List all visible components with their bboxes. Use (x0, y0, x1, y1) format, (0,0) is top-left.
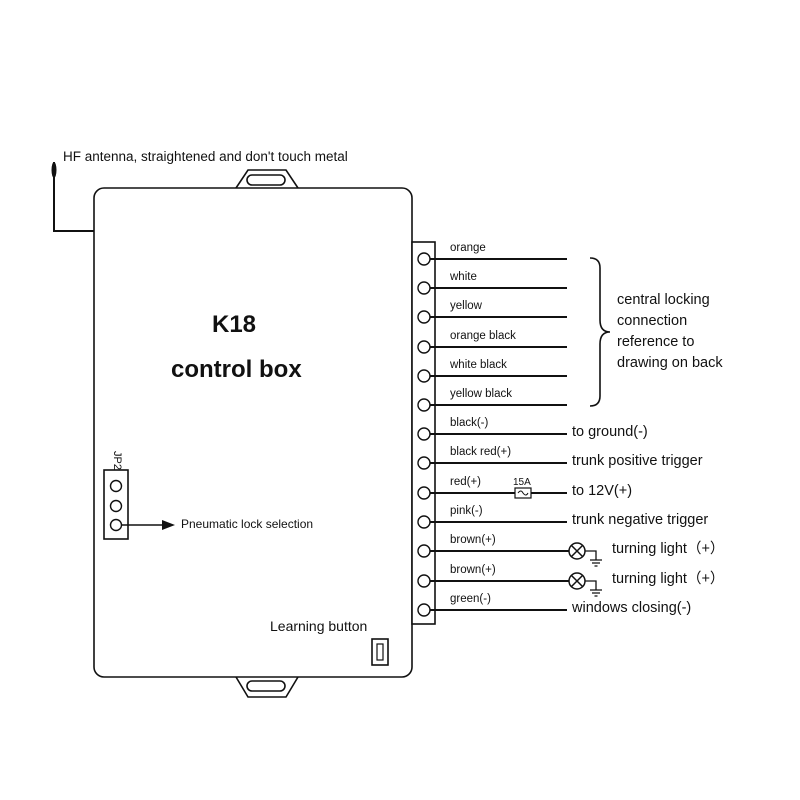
wire-destination-label: to 12V(+) (572, 483, 633, 499)
wire-color-label: white black (450, 359, 507, 371)
wire-color-label: black(-) (450, 417, 489, 429)
wire-color-label: orange black (450, 330, 516, 342)
jp2-arrow-head (162, 520, 175, 530)
wire-color-label: orange (450, 242, 486, 254)
terminal-13 (417, 603, 431, 617)
control-box (93, 187, 413, 678)
terminal-3 (417, 310, 431, 324)
wire-destination-label: turning light（+） (612, 571, 725, 587)
mounting-ear-top (235, 169, 299, 189)
box-name: control box (171, 356, 302, 383)
fuse-element (517, 490, 529, 496)
terminal-12 (417, 574, 431, 588)
wire-destination-label: trunk positive trigger (572, 453, 703, 469)
terminal-11 (417, 544, 431, 558)
terminal-1 (417, 252, 431, 266)
box-model: K18 (212, 311, 257, 338)
terminal-4 (417, 340, 431, 354)
terminal-6 (417, 398, 431, 412)
wire-color-label: white (450, 271, 477, 283)
terminal-10 (417, 515, 431, 529)
terminal-8 (417, 456, 431, 470)
jp2-label: JP2 (111, 451, 123, 470)
wire-color-label: black red(+) (450, 446, 512, 458)
fuse-label: 15A (513, 477, 531, 488)
wire-destination-label: turning light（+） (612, 541, 725, 557)
central-locking-label: central locking connection reference to … (617, 292, 723, 371)
lamp-cross (570, 574, 584, 588)
ground-icon (585, 550, 602, 567)
jp2-pin-1 (109, 479, 123, 493)
wire-color-label: green(-) (450, 593, 491, 605)
antenna-label: HF antenna, straightened and don't touch… (63, 149, 348, 164)
terminal-7 (417, 427, 431, 441)
wire-destination-label: windows closing(-) (572, 600, 692, 616)
learning-button-core (376, 643, 384, 661)
wire-group (430, 258, 602, 611)
wire-color-label: yellow (450, 300, 482, 312)
wire-destination-label: to ground(-) (572, 424, 648, 440)
pneumatic-lock-label: Pneumatic lock selection (181, 517, 314, 531)
jp2-pin-3 (109, 518, 123, 532)
central-locking-brace (589, 257, 611, 407)
terminal-2 (417, 281, 431, 295)
wire-color-label: brown(+) (450, 564, 496, 576)
wire-color-label: brown(+) (450, 534, 496, 546)
wire-color-label: pink(-) (450, 505, 483, 517)
ground-icon (585, 580, 602, 597)
lamp-cross (570, 544, 584, 558)
antenna (51, 162, 94, 232)
mounting-ear-bottom (235, 676, 299, 698)
terminal-9 (417, 486, 431, 500)
terminal-5 (417, 369, 431, 383)
learning-button-label: Learning button (270, 618, 368, 634)
wire-destination-label: trunk negative trigger (572, 512, 709, 528)
wire-color-label: yellow black (450, 388, 512, 400)
jp2-pin-2 (109, 499, 123, 513)
wire-color-label: red(+) (450, 476, 481, 488)
